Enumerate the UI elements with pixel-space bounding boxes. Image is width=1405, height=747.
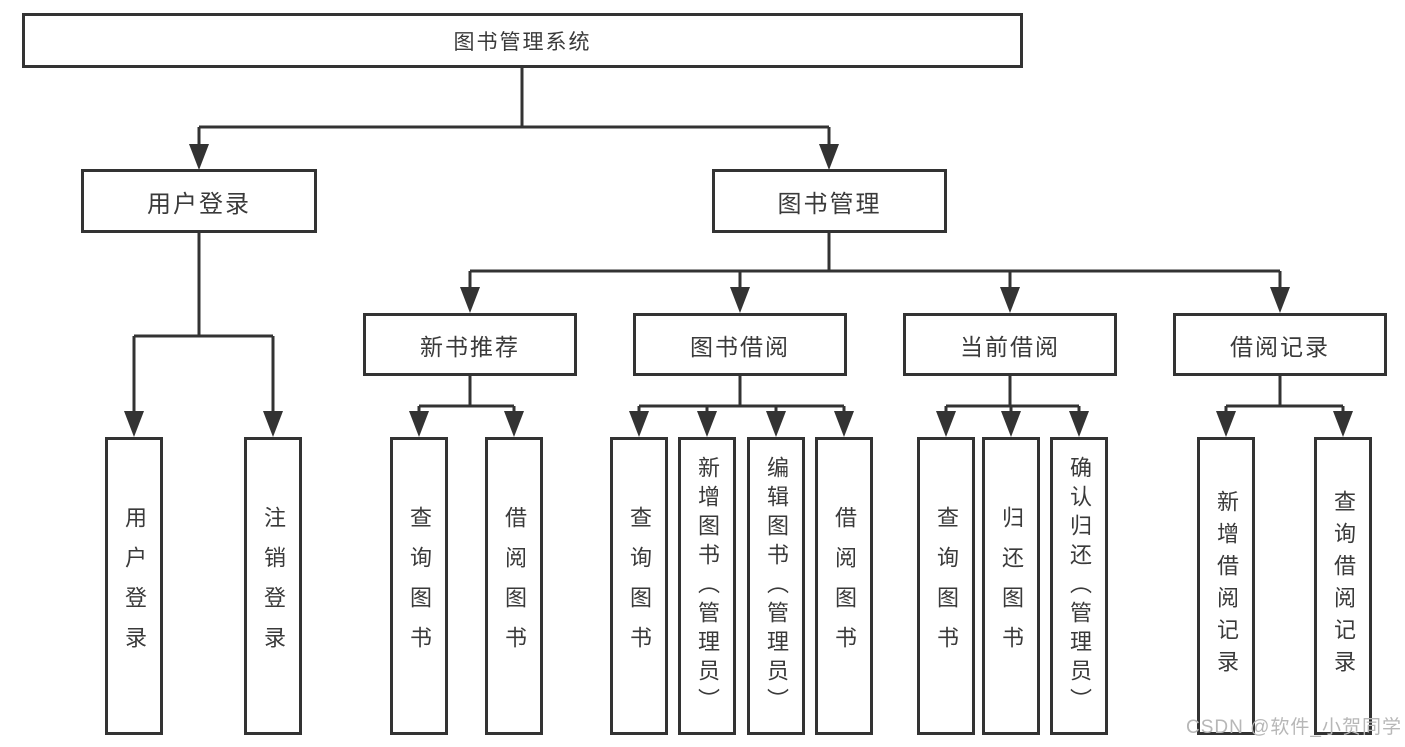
leaf-bb-query-book-label: 查询图书: [627, 506, 652, 666]
csdn-watermark: CSDN @软件_小贺同学: [1186, 717, 1402, 738]
node-current-borrow-label: 当前借阅: [960, 333, 1060, 360]
leaf-query-borrow-record-label: 查询借阅记录: [1331, 490, 1356, 682]
leaf-add-book-admin: 新增图书（管理员）: [678, 437, 736, 735]
connector-user-login-branch: [132, 233, 275, 412]
leaf-user-login: 用户登录: [105, 437, 163, 735]
connector-new-book-branch: [417, 376, 516, 412]
leaf-bb-query-book: 查询图书: [610, 437, 668, 735]
leaf-return-book: 归还图书: [982, 437, 1040, 735]
node-new-book-recommend-label: 新书推荐: [420, 333, 520, 360]
leaf-edit-book-admin-label: 编辑图书（管理员）: [764, 455, 789, 717]
leaf-logout: 注销登录: [244, 437, 302, 735]
arrowheads-leaves: [409, 411, 1353, 437]
connector-current-borrow-branch: [944, 376, 1081, 412]
node-current-borrow: 当前借阅: [903, 313, 1117, 376]
node-book-borrow: 图书借阅: [633, 313, 847, 376]
root-node-label: 图书管理系统: [453, 30, 592, 54]
connector-root-to-level2: [197, 68, 831, 145]
node-new-book-recommend: 新书推荐: [363, 313, 577, 376]
arrowheads-user-login-leaves: [124, 411, 283, 437]
connector-book-borrow-branch: [637, 376, 846, 412]
leaf-edit-book-admin: 编辑图书（管理员）: [747, 437, 805, 735]
leaf-nb-borrow-book: 借阅图书: [485, 437, 543, 735]
leaf-query-borrow-record: 查询借阅记录: [1314, 437, 1372, 735]
leaf-cb-query-book-label: 查询图书: [934, 506, 959, 666]
node-book-management-label: 图书管理: [777, 190, 882, 218]
arrowheads-level2: [189, 144, 839, 170]
leaf-add-borrow-record: 新增借阅记录: [1197, 437, 1255, 735]
leaf-confirm-return-admin-label: 确认归还（管理员）: [1067, 455, 1092, 717]
leaf-bb-borrow-book-label: 借阅图书: [832, 506, 857, 666]
arrowheads-level3: [460, 287, 1290, 313]
leaf-nb-borrow-book-label: 借阅图书: [502, 506, 527, 666]
leaf-add-book-admin-label: 新增图书（管理员）: [695, 455, 720, 717]
leaf-bb-borrow-book: 借阅图书: [815, 437, 873, 735]
node-book-management: 图书管理: [712, 169, 947, 233]
root-node: 图书管理系统: [22, 13, 1023, 68]
leaf-nb-query-book-label: 查询图书: [407, 506, 432, 666]
node-user-login-label: 用户登录: [147, 190, 251, 218]
node-borrow-records-label: 借阅记录: [1230, 333, 1330, 360]
leaf-confirm-return-admin: 确认归还（管理员）: [1050, 437, 1108, 735]
node-user-login: 用户登录: [81, 169, 317, 233]
leaf-add-borrow-record-label: 新增借阅记录: [1214, 490, 1239, 682]
leaf-user-login-label: 用户登录: [122, 506, 147, 666]
leaf-nb-query-book: 查询图书: [390, 437, 448, 735]
connector-book-management-branch: [468, 233, 1282, 288]
connector-borrow-record-branch: [1224, 376, 1345, 412]
leaf-logout-label: 注销登录: [261, 506, 286, 666]
leaf-return-book-label: 归还图书: [999, 506, 1024, 666]
leaf-cb-query-book: 查询图书: [917, 437, 975, 735]
node-borrow-records: 借阅记录: [1173, 313, 1387, 376]
node-book-borrow-label: 图书借阅: [690, 333, 790, 360]
